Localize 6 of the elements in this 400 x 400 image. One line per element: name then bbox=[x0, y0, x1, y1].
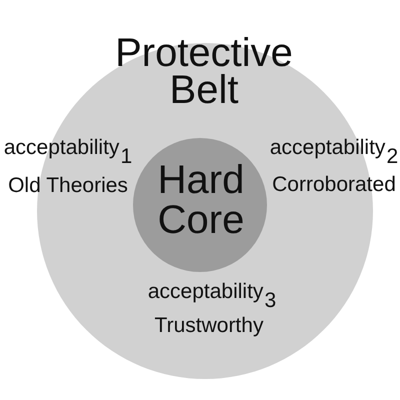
term-description: Old Theories bbox=[8, 175, 128, 196]
circle-title: Hard Core bbox=[158, 160, 244, 240]
term-description: Trustworthy bbox=[154, 315, 264, 336]
circle-title: Protective Belt bbox=[115, 35, 293, 109]
term-description: Corroborated bbox=[272, 174, 396, 195]
inner-circle bbox=[133, 138, 267, 272]
